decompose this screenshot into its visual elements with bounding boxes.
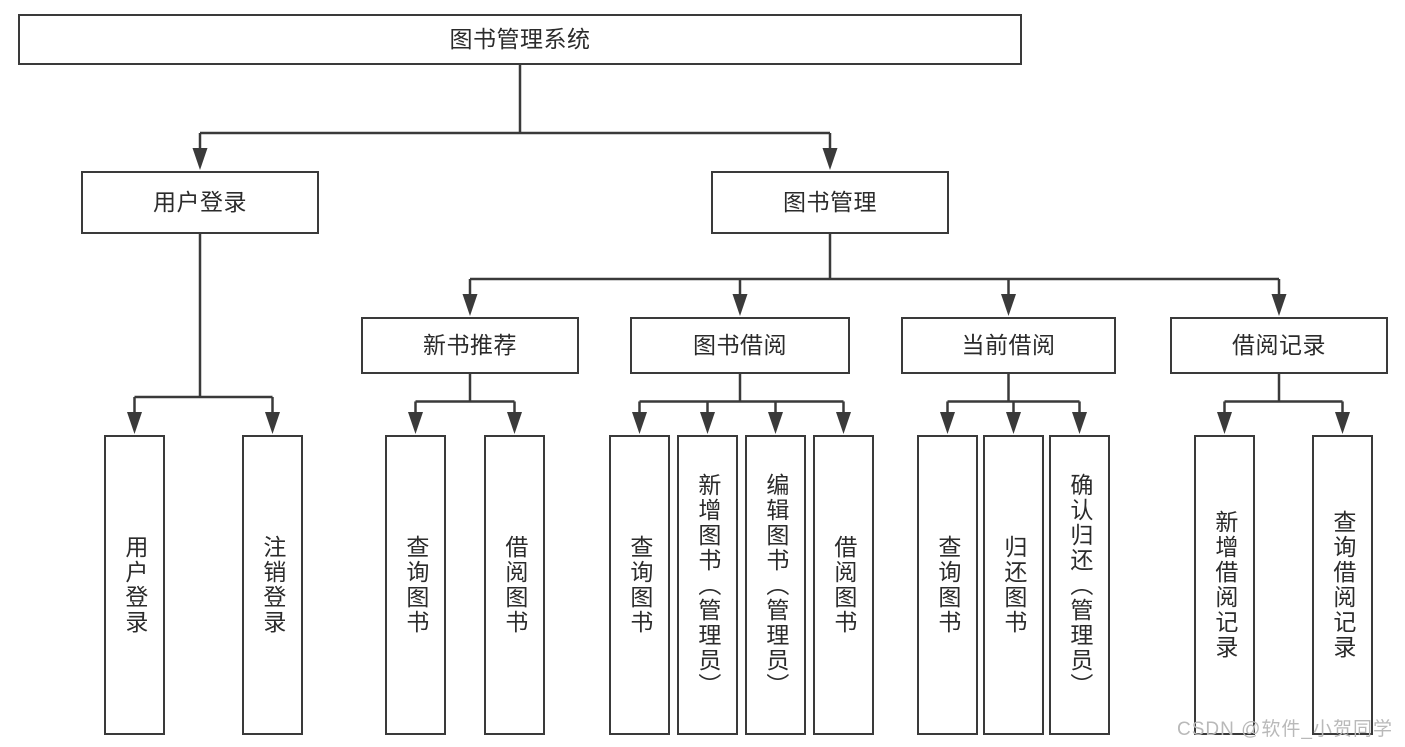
node-label: 借阅图书 bbox=[501, 535, 528, 635]
arrowhead-icon bbox=[822, 148, 838, 170]
node-label: 新增借阅记录 bbox=[1211, 510, 1238, 660]
node-leaf-query-book-3[interactable]: 查询图书 bbox=[917, 435, 978, 735]
node-label: 图书管理 bbox=[783, 188, 877, 215]
node-label: 借阅记录 bbox=[1232, 331, 1326, 358]
node-label: 确认归还（管理员） bbox=[1066, 472, 1093, 698]
arrowhead-icon bbox=[632, 412, 647, 434]
node-leaf-return-book[interactable]: 归还图书 bbox=[983, 435, 1044, 735]
node-leaf-confirm-return[interactable]: 确认归还（管理员） bbox=[1049, 435, 1110, 735]
node-label: 注销登录 bbox=[259, 535, 286, 635]
arrowhead-icon bbox=[768, 412, 783, 434]
arrowhead-icon bbox=[940, 412, 955, 434]
arrowhead-icon bbox=[836, 412, 851, 434]
node-label: 归还图书 bbox=[1000, 535, 1027, 635]
arrowhead-icon bbox=[265, 412, 280, 434]
node-label: 图书借阅 bbox=[693, 331, 787, 358]
node-label: 新书推荐 bbox=[423, 331, 517, 358]
node-label: 用户登录 bbox=[121, 535, 148, 635]
node-new-book-recommend[interactable]: 新书推荐 bbox=[361, 317, 579, 374]
node-label: 图书管理系统 bbox=[449, 25, 591, 52]
arrowhead-icon bbox=[1217, 412, 1232, 434]
arrowhead-icon bbox=[192, 148, 208, 170]
node-leaf-query-book-1[interactable]: 查询图书 bbox=[385, 435, 446, 735]
node-book-borrow[interactable]: 图书借阅 bbox=[630, 317, 850, 374]
node-leaf-add-book[interactable]: 新增图书（管理员） bbox=[677, 435, 738, 735]
node-root[interactable]: 图书管理系统 bbox=[18, 14, 1022, 65]
node-leaf-query-record[interactable]: 查询借阅记录 bbox=[1312, 435, 1373, 735]
arrowhead-icon bbox=[127, 412, 142, 434]
node-label: 查询图书 bbox=[626, 535, 653, 635]
node-label: 查询借阅记录 bbox=[1329, 510, 1356, 660]
node-leaf-borrow-book-1[interactable]: 借阅图书 bbox=[484, 435, 545, 735]
node-leaf-query-book-2[interactable]: 查询图书 bbox=[609, 435, 670, 735]
node-label: 用户登录 bbox=[153, 188, 247, 215]
node-leaf-edit-book[interactable]: 编辑图书（管理员） bbox=[745, 435, 806, 735]
arrowhead-icon bbox=[1006, 412, 1021, 434]
arrowhead-icon bbox=[1271, 294, 1287, 316]
node-label: 编辑图书（管理员） bbox=[762, 472, 789, 698]
node-label: 当前借阅 bbox=[961, 331, 1056, 358]
arrowhead-icon bbox=[700, 412, 715, 434]
arrowhead-icon bbox=[1072, 412, 1087, 434]
node-user-login[interactable]: 用户登录 bbox=[81, 171, 319, 234]
node-current-borrow[interactable]: 当前借阅 bbox=[901, 317, 1116, 374]
node-label: 新增图书（管理员） bbox=[694, 472, 721, 698]
node-borrow-record[interactable]: 借阅记录 bbox=[1170, 317, 1388, 374]
node-label: 借阅图书 bbox=[830, 535, 857, 635]
arrowhead-icon bbox=[408, 412, 423, 434]
node-book-manage[interactable]: 图书管理 bbox=[711, 171, 949, 234]
node-leaf-user-logout[interactable]: 注销登录 bbox=[242, 435, 303, 735]
arrowhead-icon bbox=[732, 294, 748, 316]
arrowhead-icon bbox=[1001, 294, 1016, 316]
arrowhead-icon bbox=[462, 294, 478, 316]
arrowhead-icon bbox=[1335, 412, 1350, 434]
node-leaf-borrow-book-2[interactable]: 借阅图书 bbox=[813, 435, 874, 735]
node-leaf-add-record[interactable]: 新增借阅记录 bbox=[1194, 435, 1255, 735]
arrowhead-icon bbox=[507, 412, 522, 434]
node-label: 查询图书 bbox=[934, 535, 961, 635]
node-leaf-user-login[interactable]: 用户登录 bbox=[104, 435, 165, 735]
node-label: 查询图书 bbox=[402, 535, 429, 635]
